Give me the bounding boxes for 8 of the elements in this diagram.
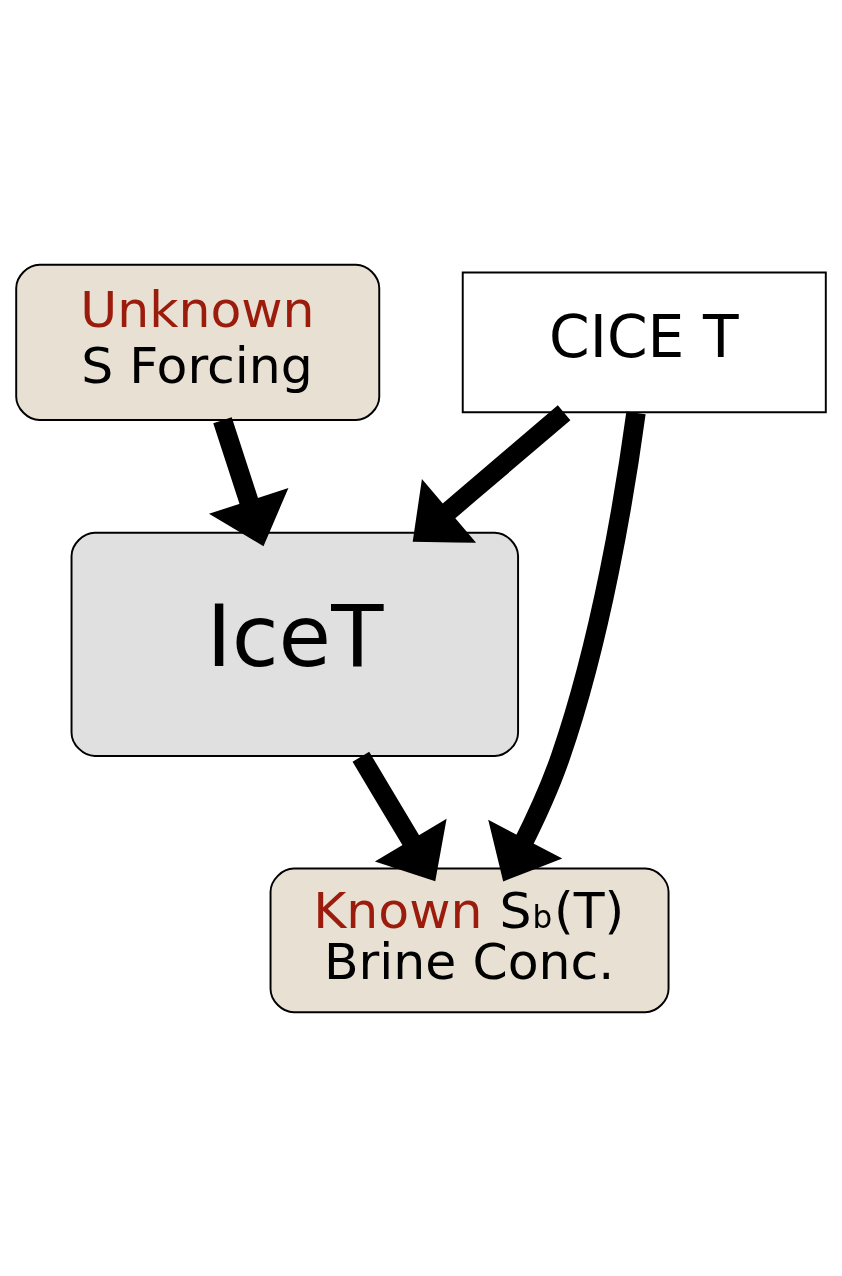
arrow [412, 404, 571, 543]
arrow [209, 416, 289, 546]
node-box: CICE T [461, 271, 827, 413]
arrow [488, 411, 646, 881]
node-box: Known Sb(T) Brine Conc. [269, 867, 670, 1013]
arrow [352, 751, 447, 881]
node-box: Unknown S Forcing [15, 263, 381, 421]
node-box: IceT [70, 531, 520, 757]
